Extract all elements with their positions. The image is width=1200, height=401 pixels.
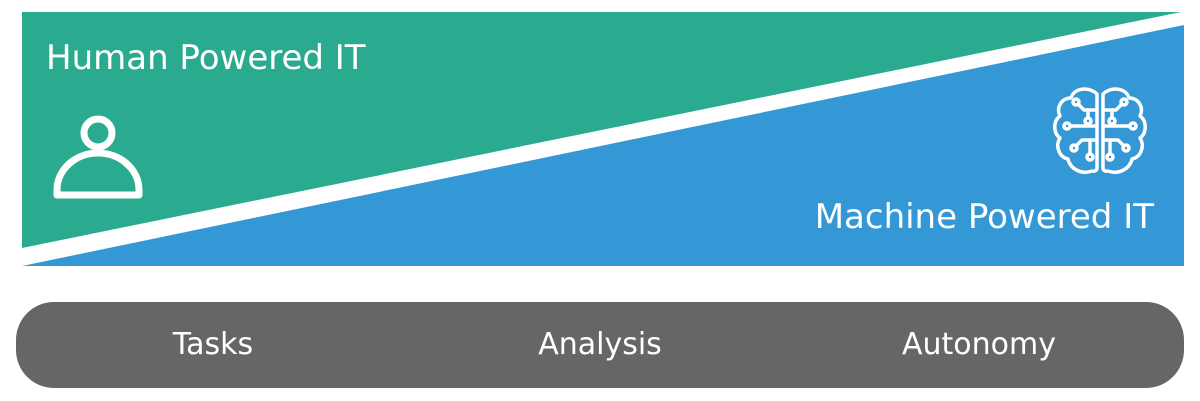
human-powered-label: Human Powered IT: [46, 38, 366, 78]
human-region: [22, 12, 1181, 248]
machine-region: [22, 25, 1184, 266]
progression-bar: Tasks Analysis Autonomy: [16, 302, 1184, 388]
region-shapes: [22, 12, 1184, 266]
person-icon: [50, 108, 145, 203]
human-machine-diagram: Human Powered IT: [22, 12, 1184, 266]
bar-item-analysis: Analysis: [538, 327, 662, 362]
brain-circuit-icon: [1050, 82, 1150, 182]
bar-item-tasks: Tasks: [172, 327, 254, 362]
machine-powered-label: Machine Powered IT: [814, 197, 1154, 237]
bar-item-autonomy: Autonomy: [902, 327, 1056, 362]
